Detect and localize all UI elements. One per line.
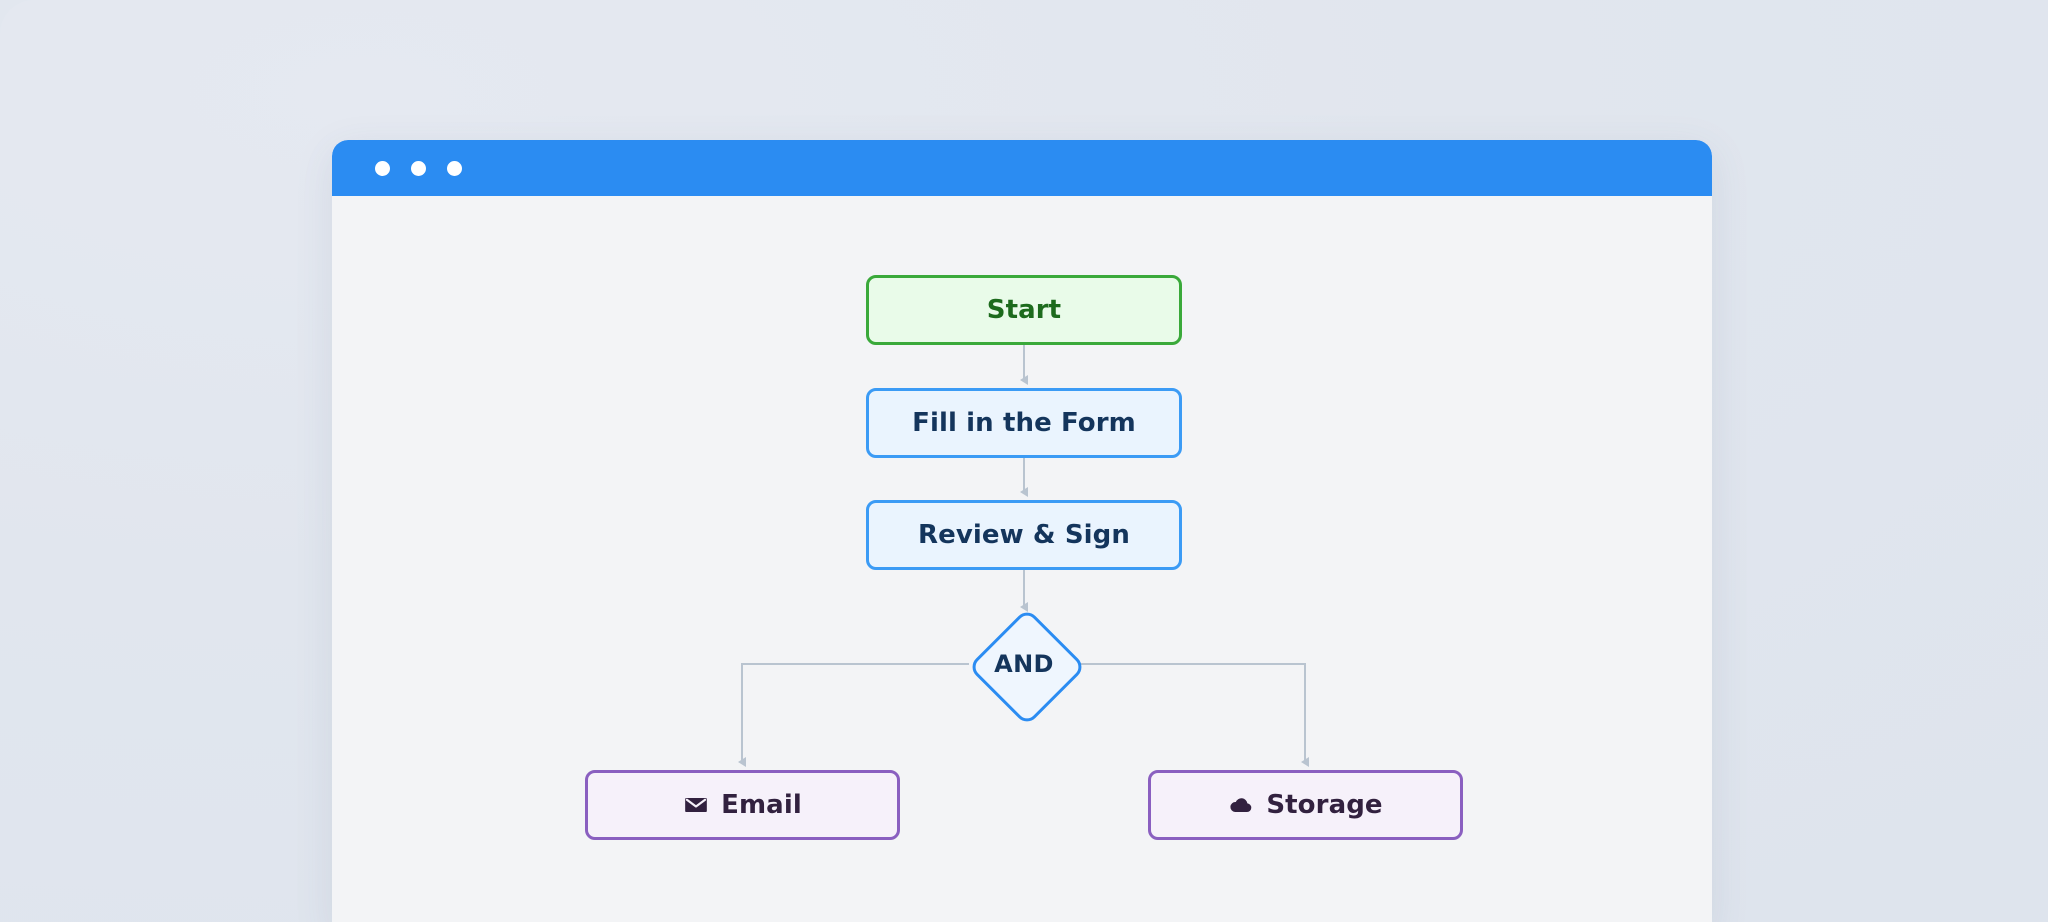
window-dot-close-icon[interactable]	[375, 161, 390, 176]
flow-node-fill-form-label: Fill in the Form	[912, 408, 1136, 438]
edge-gateway-to-email	[738, 663, 969, 767]
window-dot-minimize-icon[interactable]	[411, 161, 426, 176]
browser-window-mock: Start Fill in the Form Review & Sign AND	[332, 140, 1712, 922]
flow-node-start[interactable]: Start	[866, 275, 1182, 345]
flow-node-review-sign[interactable]: Review & Sign	[866, 500, 1182, 570]
flow-node-fill-form[interactable]: Fill in the Form	[866, 388, 1182, 458]
flow-node-start-label: Start	[986, 295, 1062, 325]
flow-node-email-label: Email	[721, 790, 802, 820]
flow-node-email[interactable]: Email	[585, 770, 900, 840]
flow-node-gateway-and-label: AND	[994, 650, 1054, 678]
flow-node-review-sign-label: Review & Sign	[917, 520, 1130, 550]
flowchart-canvas: Start Fill in the Form Review & Sign AND	[332, 196, 1712, 922]
edge-gateway-to-storage	[1079, 663, 1309, 767]
envelope-icon	[683, 792, 709, 818]
cloud-icon	[1228, 792, 1254, 818]
window-dot-maximize-icon[interactable]	[447, 161, 462, 176]
flow-node-gateway-and[interactable]: AND	[967, 607, 1087, 727]
window-title-bar	[332, 140, 1712, 196]
flow-node-storage-label: Storage	[1266, 790, 1383, 820]
flow-node-storage[interactable]: Storage	[1148, 770, 1463, 840]
